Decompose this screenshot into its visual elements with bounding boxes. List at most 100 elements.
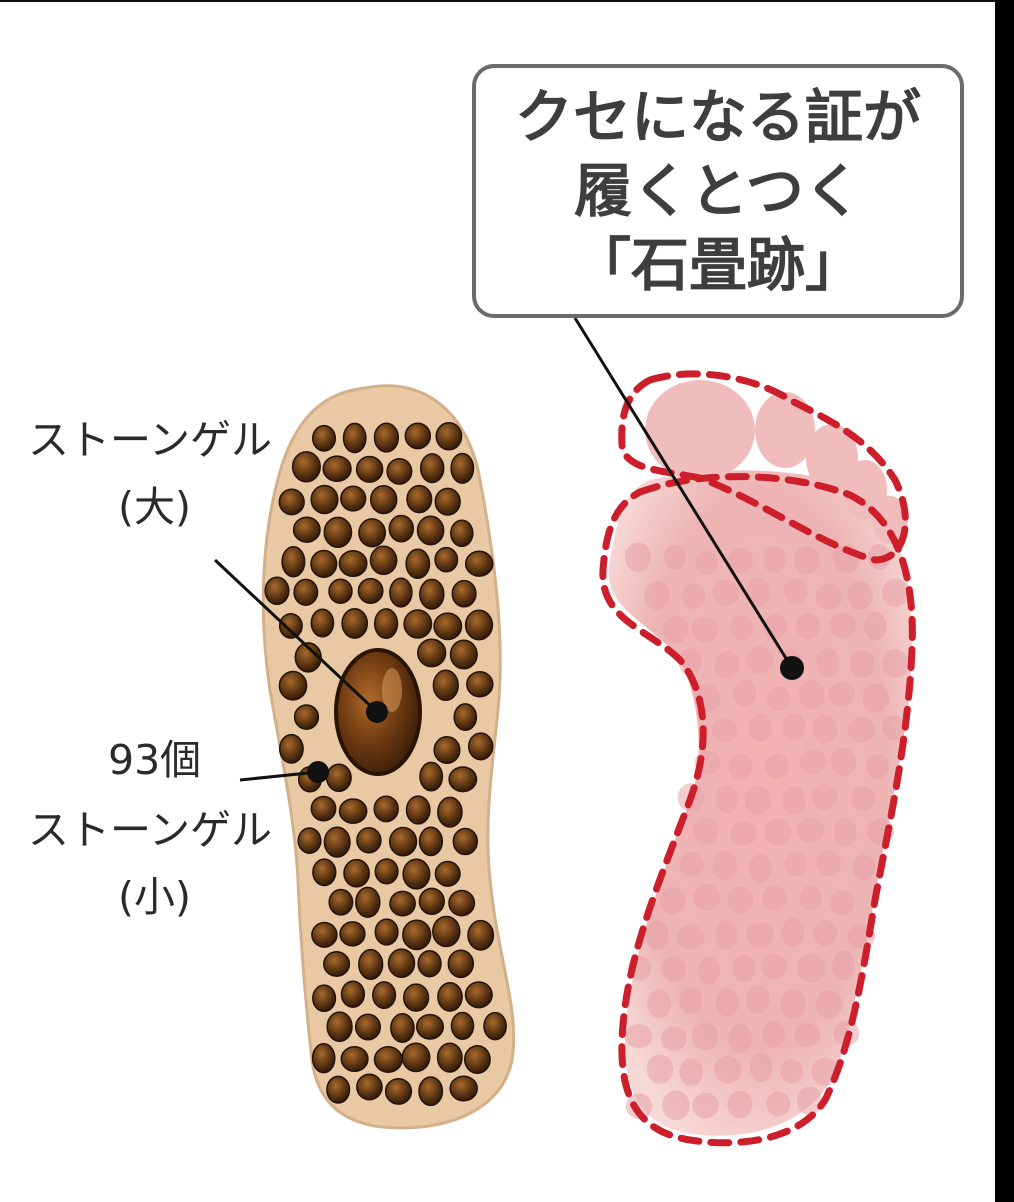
stone-imprint	[864, 612, 887, 640]
small-stone	[464, 609, 494, 641]
stone-imprint	[691, 617, 720, 642]
stone-imprint	[882, 715, 906, 741]
small-stone	[432, 669, 459, 702]
callout-leader-dot	[780, 656, 804, 680]
stone-imprint	[660, 1026, 687, 1051]
stone-imprint	[813, 920, 837, 947]
small-stone	[450, 452, 475, 484]
small-stone	[297, 827, 322, 854]
stone-imprint	[625, 1093, 653, 1120]
small-stone	[405, 795, 431, 825]
small-stone-leader-dot	[307, 761, 329, 783]
stone-imprint	[797, 953, 826, 983]
small-stone	[373, 422, 400, 453]
large-stone-label-size: (大)	[118, 483, 191, 531]
stone-imprint	[815, 990, 843, 1019]
small-stone	[447, 949, 475, 979]
stone-imprint	[882, 578, 909, 608]
small-stone	[322, 455, 352, 483]
stone-imprint	[697, 956, 721, 985]
small-stone	[358, 518, 387, 548]
small-stone	[373, 608, 399, 640]
small-stone	[311, 1043, 336, 1074]
toe-3	[806, 424, 858, 492]
stone-imprint	[679, 852, 704, 877]
small-stone	[293, 578, 319, 606]
small-stone	[278, 733, 304, 764]
stone-imprint	[712, 850, 738, 881]
small-stone	[326, 1075, 351, 1104]
stone-imprint	[816, 648, 840, 678]
stone-imprint	[645, 920, 669, 951]
toe-5	[872, 496, 908, 544]
stone-imprint	[862, 683, 890, 713]
large-stone-label-name: ストーンゲル	[28, 416, 272, 464]
stone-imprint	[760, 954, 787, 979]
stone-imprint	[727, 1090, 753, 1119]
stone-imprint	[767, 686, 791, 712]
stone-imprint	[679, 1058, 703, 1086]
small-stone	[278, 612, 303, 639]
stone-imprint	[799, 749, 827, 774]
stone-imprint	[830, 747, 857, 776]
small-stone	[355, 886, 381, 918]
small-stone	[354, 1013, 382, 1041]
small-stone	[278, 670, 308, 701]
callout-line-2: 履くとつく	[574, 157, 862, 225]
stone-imprint	[848, 717, 875, 744]
small-stone	[310, 549, 338, 579]
stone-imprint	[715, 920, 738, 950]
small-stone	[418, 1076, 444, 1107]
stone-imprint	[728, 1024, 752, 1054]
stone-imprint	[727, 886, 754, 914]
small-stone	[402, 919, 432, 951]
large-stone-leader-dot	[366, 701, 388, 723]
small-stone	[453, 703, 478, 732]
stone-imprint	[828, 681, 855, 707]
small-stone	[406, 484, 433, 514]
small-stone	[356, 827, 382, 854]
stone-imprint	[714, 651, 740, 679]
stone-imprint	[733, 679, 757, 707]
stone-imprint	[695, 550, 718, 576]
stone-imprint	[764, 818, 792, 846]
small-stone	[433, 612, 463, 641]
small-stone	[464, 981, 493, 1009]
big-toe	[645, 380, 755, 480]
stone-imprint	[692, 1092, 719, 1119]
stone-imprint	[762, 885, 787, 912]
small-stone	[419, 761, 444, 792]
small-stone	[369, 484, 398, 515]
small-stone	[328, 578, 353, 604]
stone-imprint	[749, 713, 772, 743]
stone-imprint	[833, 817, 857, 847]
large-stone-leader-line	[213, 558, 379, 714]
small-stone	[405, 548, 431, 580]
stone-imprint	[624, 1024, 653, 1049]
small-stone	[294, 642, 322, 673]
stone-imprint	[691, 1022, 719, 1051]
small-stone	[434, 487, 461, 516]
small-stone	[483, 1011, 507, 1041]
small-stone	[310, 484, 339, 515]
stone-imprint	[730, 821, 757, 846]
stone-imprint	[830, 890, 855, 916]
stone-imprint	[662, 615, 690, 644]
small-stone-leader-line	[239, 770, 319, 782]
small-stone	[323, 826, 351, 858]
stone-imprint	[765, 753, 789, 779]
small-stone	[293, 704, 320, 730]
small-stone	[464, 550, 494, 577]
stone-imprint	[677, 924, 705, 950]
stone-imprint	[780, 989, 806, 1019]
small-stone	[310, 608, 335, 638]
small-stone	[356, 1073, 383, 1101]
stone-imprint	[852, 854, 875, 881]
small-stone	[466, 671, 494, 698]
stone-imprint	[811, 784, 837, 811]
small-stone	[437, 981, 463, 1012]
small-stone	[328, 888, 354, 916]
toes-dashed-outline	[618, 370, 909, 564]
stone-imprint	[660, 887, 686, 915]
stone-imprint	[815, 584, 843, 610]
